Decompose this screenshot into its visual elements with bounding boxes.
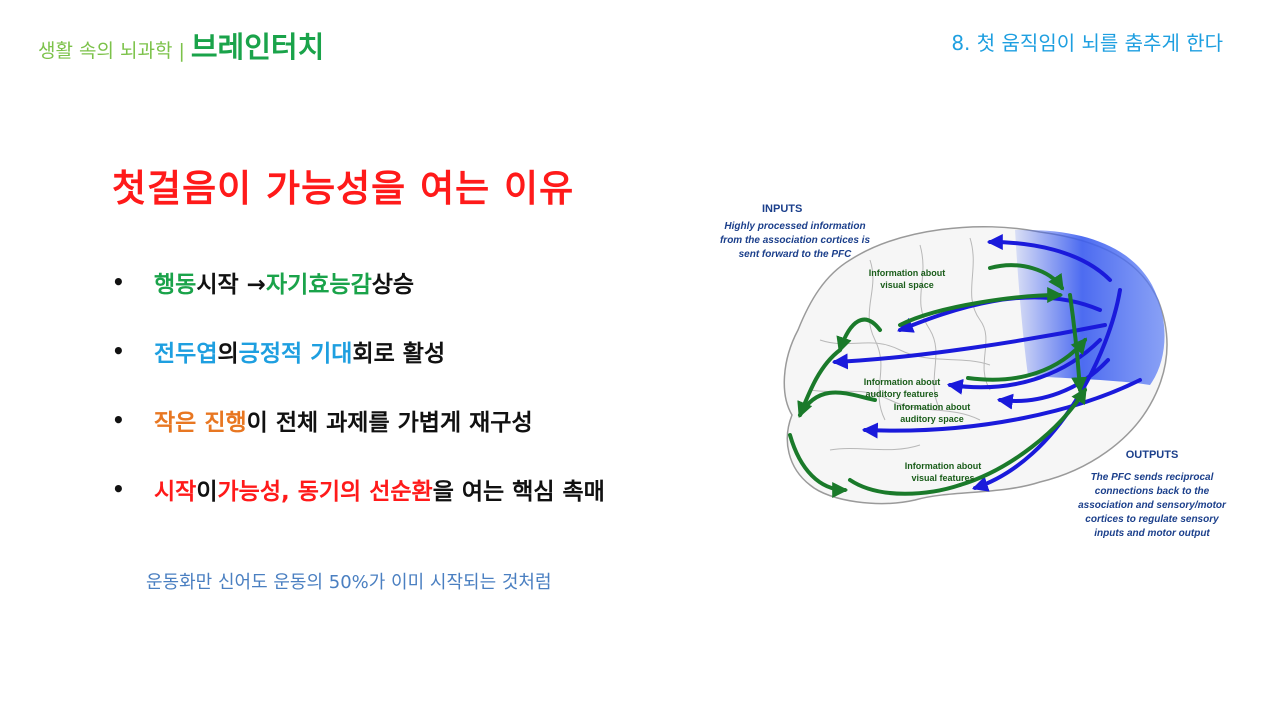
outputs-line-3: association and sensory/motor — [1078, 500, 1227, 511]
bullet-marker: • — [112, 477, 125, 501]
bullet-segment: 이 — [196, 479, 218, 505]
bullet-marker: • — [112, 408, 125, 432]
brand-separator: | — [178, 40, 185, 62]
outputs-line-5: inputs and motor output — [1094, 528, 1210, 539]
label-visual-features-2: visual features — [911, 473, 974, 483]
brain-diagram-svg: INPUTS Highly processed information from… — [720, 203, 1227, 539]
inputs-line-2: from the association cortices is — [720, 235, 870, 246]
label-auditory-features-2: auditory features — [865, 389, 938, 399]
inputs-line-1: Highly processed information — [724, 221, 865, 232]
outputs-line-4: cortices to regulate sensory — [1085, 514, 1219, 525]
brand-subtitle: 생활 속의 뇌과학 — [38, 40, 173, 62]
chapter-title: 8. 첫 움직임이 뇌를 춤추게 한다 — [951, 31, 1223, 55]
bullet-segment: 을 여는 핵심 촉매 — [432, 479, 605, 505]
bullet-segment: 가능성, 동기의 선순환 — [217, 479, 433, 505]
label-visual-features-1: Information about — [905, 461, 982, 471]
bullet-segment: 긍정적 기대 — [238, 341, 353, 367]
outputs-line-1: The PFC sends reciprocal — [1091, 472, 1214, 483]
brain-folds — [809, 237, 991, 451]
outputs-line-2: connections back to the — [1095, 486, 1210, 497]
bullet-item: • 행동 시작 → 자기효능감 상승 — [112, 264, 605, 300]
brain-pfc-diagram: INPUTS Highly processed information from… — [700, 190, 1240, 550]
label-auditory-space-2: auditory space — [900, 414, 964, 424]
footnote: 운동화만 신어도 운동의 50%가 이미 시작되는 것처럼 — [146, 572, 552, 593]
bullet-segment: 시작 — [154, 479, 197, 505]
bullet-item: • 전두엽 의 긍정적 기대 회로 활성 — [112, 333, 605, 369]
brand-title: 브레인터치 — [190, 30, 325, 64]
bullet-segment: 시작 → — [196, 272, 266, 298]
bullet-marker: • — [112, 339, 125, 363]
bullet-list: • 행동 시작 → 자기효능감 상승 • 전두엽 의 긍정적 기대 회로 활성 … — [112, 264, 605, 540]
bullet-segment: 작은 진행 — [154, 410, 247, 436]
bullet-segment: 상승 — [371, 272, 415, 298]
inputs-line-3: sent forward to the PFC — [739, 249, 853, 260]
bullet-marker: • — [112, 270, 125, 294]
brand-header: 생활 속의 뇌과학 | 브레인터치 — [38, 24, 324, 66]
bullet-segment: 회로 활성 — [352, 341, 446, 367]
inputs-heading: INPUTS — [762, 203, 802, 215]
label-visual-space-2: visual space — [880, 280, 934, 290]
label-visual-space-1: Information about — [869, 268, 946, 278]
bullet-segment: 행동 — [154, 272, 197, 298]
label-auditory-features-1: Information about — [864, 377, 941, 387]
outputs-heading: OUTPUTS — [1126, 449, 1179, 461]
bullet-segment: 전두엽 — [154, 341, 218, 367]
bullet-segment: 이 전체 과제를 가볍게 재구성 — [246, 410, 533, 436]
label-auditory-space-1: Information about — [894, 402, 971, 412]
input-arrows — [788, 263, 1088, 498]
bullet-segment: 의 — [217, 341, 239, 367]
bullet-item: • 시작 이 가능성, 동기의 선순환 을 여는 핵심 촉매 — [112, 471, 605, 507]
bullet-segment: 자기효능감 — [265, 272, 372, 298]
slide-title: 첫걸음이 가능성을 여는 이유 — [112, 167, 575, 210]
bullet-item: • 작은 진행 이 전체 과제를 가볍게 재구성 — [112, 402, 605, 438]
